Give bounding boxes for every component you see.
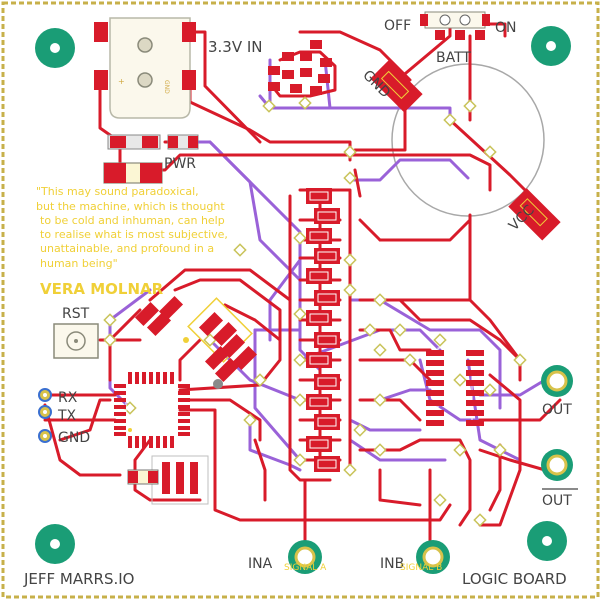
- output-pads: [541, 365, 573, 481]
- label-signal-a: SIGNAL A: [284, 563, 327, 573]
- label-credit: JEFF MARRS.IO: [23, 570, 135, 588]
- quote-line: unattainable, and profound in a: [40, 242, 214, 255]
- label-switch-on: ON: [495, 20, 517, 36]
- power-jack-connector: + GND: [94, 17, 196, 119]
- crystal-and-caps: [134, 295, 258, 389]
- secondary-regulator: [127, 455, 209, 505]
- quote-line: "This may sound paradoxical,: [36, 185, 199, 198]
- label-board-name: LOGIC BOARD: [462, 570, 567, 588]
- passive-component-column: [306, 188, 340, 472]
- quote-line: human being": [40, 257, 118, 270]
- label-signal-b: SIGNAL B: [400, 563, 442, 573]
- mount-hole-bottom-left: [35, 524, 75, 564]
- power-switch: [420, 11, 490, 40]
- connector-gnd-label: GND: [163, 80, 170, 94]
- quote-block: "This may sound paradoxical, but the mac…: [36, 185, 228, 270]
- battery-holder-outline: [391, 63, 545, 217]
- power-led: [103, 134, 199, 184]
- mount-hole-top-right: [531, 26, 571, 66]
- label-switch-off: OFF: [384, 18, 411, 34]
- label-pwr: PWR: [164, 156, 196, 172]
- quote-line: to realise what is most subjective,: [40, 228, 228, 241]
- label-rst: RST: [62, 306, 90, 322]
- mount-hole-bottom-right: [527, 521, 567, 561]
- label-rx: RX: [58, 390, 78, 406]
- label-gnd-pin: GND: [58, 430, 90, 446]
- serial-header: [38, 388, 52, 443]
- label-out: OUT: [542, 402, 572, 418]
- label-tx: TX: [57, 408, 77, 424]
- mcu-label: 328P: [142, 405, 167, 416]
- label-author: VERA MOLNAR: [40, 280, 164, 298]
- battery-pads: [370, 60, 561, 241]
- connector-plus-label: +: [118, 77, 125, 86]
- quote-line: to be cold and inhuman, can help: [40, 214, 225, 227]
- reset-button: [53, 323, 99, 359]
- mount-hole-top-left: [35, 28, 75, 68]
- quote-line: but the machine, which is thought: [36, 200, 225, 213]
- mounting-holes: [35, 26, 571, 564]
- label-ina: INA: [248, 556, 273, 572]
- label-battery: BATT: [436, 50, 471, 66]
- passive-component-outlines: [309, 191, 337, 469]
- voltage-regulator: [268, 40, 332, 95]
- label-inb: INB: [380, 556, 404, 572]
- input-pads: [288, 540, 450, 574]
- mcu-328p: 328P: [114, 372, 190, 448]
- label-3v3-in: 3.3V IN: [208, 38, 263, 56]
- label-out-inverted: OUT: [542, 493, 572, 509]
- logic-ic: [426, 347, 484, 427]
